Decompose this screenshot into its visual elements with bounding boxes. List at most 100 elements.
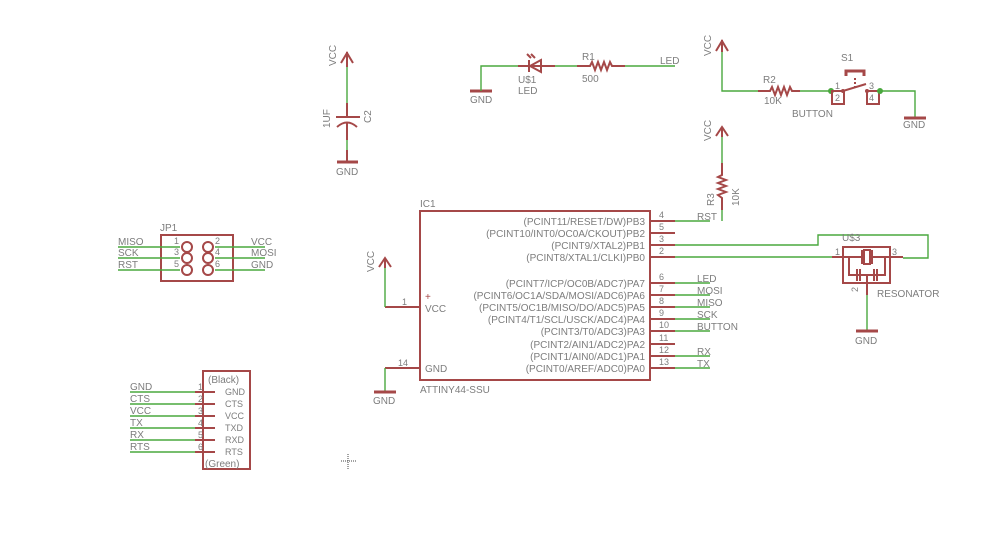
r3-value: 10K (731, 188, 742, 206)
pin-number: 11 (659, 333, 668, 343)
pin-number: 6 (198, 442, 203, 452)
supply-label: VCC (366, 251, 377, 272)
svg-text:2: 2 (835, 93, 840, 103)
pin-label: (PCINT7/ICP/OC0B/ADC7)PA7 (506, 279, 646, 290)
ftdi-bottom-label: (Green) (205, 459, 239, 470)
net-label: RX (130, 430, 144, 441)
pin-label: (PCINT6/OC1A/SDA/MOSI/ADC6)PA6 (473, 291, 645, 302)
pin-number: 1 (174, 236, 179, 246)
button-circuit[interactable]: VCC R2 10K BUTTON S1 1 2 3 4 GND (703, 35, 926, 131)
pin-number: 2 (850, 287, 860, 292)
led-circuit[interactable]: GND U$1 LED R1 500 LED (470, 52, 679, 106)
led-icon (518, 53, 555, 74)
r2-name: R2 (763, 75, 776, 86)
net-label: TX (697, 359, 710, 370)
header-pin[interactable]: GND 6 (202, 259, 273, 276)
jp1-name: JP1 (160, 223, 178, 234)
net-label: RTS (130, 442, 150, 453)
ftdi-top-label: (Black) (208, 375, 239, 386)
led-value: LED (518, 86, 537, 97)
pin-label: (PCINT3/T0/ADC3)PA3 (541, 327, 646, 338)
supply-label: VCC (328, 45, 339, 66)
vcc-supply-icon (715, 125, 729, 137)
vcc-supply-icon (378, 256, 392, 268)
pin-number: 4 (198, 418, 203, 428)
net-label: VCC (130, 406, 151, 417)
pin-number: 4 (659, 210, 664, 220)
svg-text:4: 4 (869, 93, 874, 103)
pin-label: RXD (225, 435, 245, 445)
pin-label: TXD (225, 423, 244, 433)
ic-part: ATTINY44-SSU (420, 385, 490, 396)
ground-label: GND (336, 167, 358, 178)
net-label: MISO (697, 298, 723, 309)
pin-label: (PCINT5/OC1B/MISO/DO/ADC5)PA5 (479, 303, 645, 314)
pin-label: (PCINT9/XTAL2)PB1 (551, 241, 645, 252)
r3-name: R3 (706, 193, 717, 206)
net-label: MOSI (251, 248, 277, 259)
resonator-u3[interactable]: U$3 RESONATOR 1 2 3 GND (675, 233, 939, 347)
pin-number: 1 (198, 382, 203, 392)
pin-number: 2 (215, 236, 220, 246)
capacitor-c2[interactable]: VCC 1UF C2 GND (322, 45, 374, 178)
pin-number: 13 (659, 357, 669, 367)
pin-number: 3 (198, 406, 203, 416)
pin-number: 3 (892, 247, 897, 257)
vcc-supply-icon (340, 51, 354, 67)
pin-label: VCC (225, 411, 245, 421)
pin-label: (PCINT1/AIN0/ADC1)PA1 (530, 352, 645, 363)
resistor-r2 (758, 84, 800, 98)
ground-label: GND (373, 396, 395, 407)
net-label: LED (697, 274, 716, 285)
resonator-icon (832, 249, 903, 295)
pin-label: (PCINT11/RESET/DW)PB3 (524, 217, 646, 228)
pin-number: 7 (659, 284, 664, 294)
pin-label: RTS (225, 447, 243, 457)
c2-value: 1UF (322, 109, 333, 128)
net-label: GND (130, 382, 152, 393)
pin-number: 6 (215, 259, 220, 269)
ground-label: GND (903, 120, 925, 131)
net-label: GND (251, 260, 273, 271)
net-label: SCK (697, 310, 718, 321)
ic-attiny44[interactable]: IC1 ATTINY44-SSU VCC + GND 1 14 VCC GND … (366, 199, 738, 407)
pin-number: 10 (659, 320, 669, 330)
r1-name: R1 (582, 52, 595, 63)
ground-label: GND (470, 95, 492, 106)
net-label-button: BUTTON (792, 109, 833, 120)
net-label: MISO (118, 237, 144, 248)
resistor-r3[interactable]: VCC R3 10K (703, 120, 742, 221)
c2-name: C2 (363, 110, 374, 123)
pin-number: 5 (174, 259, 179, 269)
pin-number: 1 (402, 297, 407, 307)
switch-s1: S1 1 2 3 4 (831, 53, 880, 105)
pin-number: 2 (198, 394, 203, 404)
switch-actuator-icon (844, 69, 866, 76)
supply-label: VCC (703, 35, 714, 56)
ic-name: IC1 (420, 199, 436, 210)
